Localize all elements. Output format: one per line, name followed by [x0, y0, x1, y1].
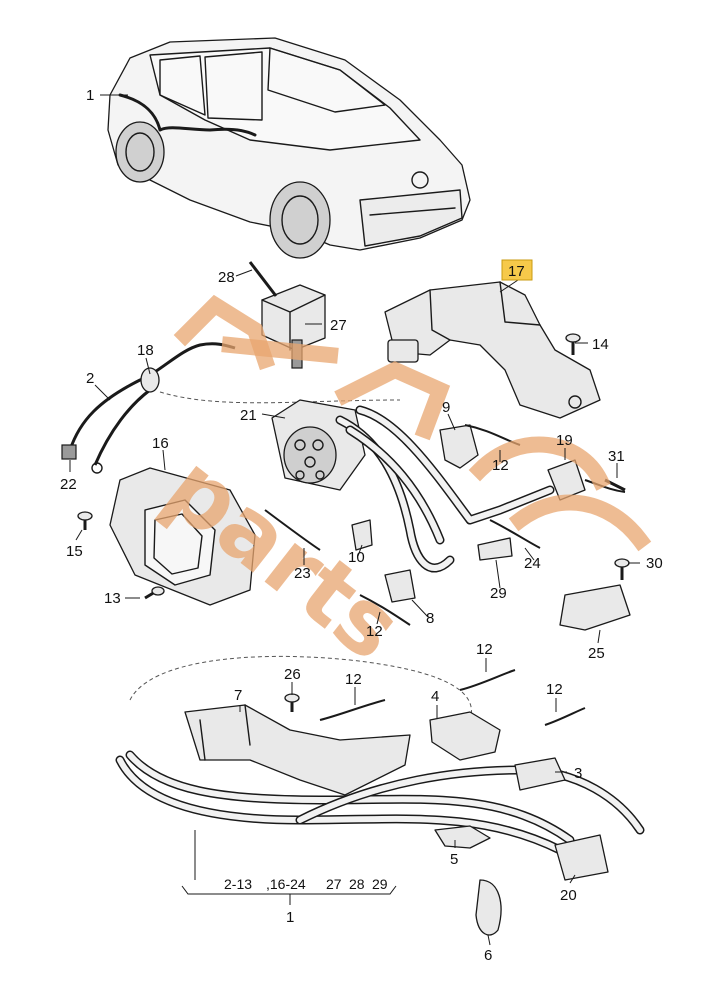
bracket-group-3: 27: [326, 876, 342, 892]
main-harness-assembly: [115, 669, 645, 936]
callout-15: 15: [66, 543, 83, 560]
assembly-bracket: 2-13 ,16-24 27 28 29 1: [181, 830, 397, 926]
small-clips: [264, 424, 631, 631]
callout-12-d: 12: [476, 641, 493, 658]
callout-19: 19: [556, 432, 573, 449]
callout-4: 4: [431, 688, 439, 705]
callout-13: 13: [104, 590, 121, 607]
callout-10: 10: [348, 549, 365, 566]
callout-6: 6: [484, 947, 492, 964]
callout-3: 3: [574, 765, 582, 782]
callout-17: 17: [508, 263, 525, 280]
callout-12-a: 12: [492, 457, 509, 474]
bracket-group-5: 29: [372, 876, 388, 892]
bracket-group-4: 28: [349, 876, 365, 892]
high-voltage-cables: [335, 405, 626, 573]
charging-flap-housing: [109, 467, 256, 606]
vehicle-illustration: [107, 37, 471, 259]
callout-21: 21: [240, 407, 257, 424]
callout-12-e: 12: [546, 681, 563, 698]
bracket-group-2: ,16-24: [266, 876, 306, 892]
charging-socket: [271, 399, 366, 491]
callout-14: 14: [592, 336, 609, 353]
callout-31: 31: [608, 448, 625, 465]
callout-17-highlight: [501, 259, 533, 281]
leader-lines: [69, 94, 640, 946]
callout-1: 1: [86, 87, 94, 104]
callout-5: 5: [450, 851, 458, 868]
callout-12-b: 12: [366, 623, 383, 640]
callout-labels: 1 28 27 17 14 18 2 21 9 16 12 19 31 22 1…: [60, 87, 663, 964]
callout-22: 22: [60, 476, 77, 493]
callout-23: 23: [294, 565, 311, 582]
callout-16: 16: [152, 435, 169, 452]
callout-30: 30: [646, 555, 663, 572]
control-unit-bracket: [384, 281, 601, 419]
callout-8: 8: [426, 610, 434, 627]
bracket-group-1: 2-13: [224, 876, 252, 892]
callout-9: 9: [442, 399, 450, 416]
callout-26: 26: [284, 666, 301, 683]
callout-18: 18: [137, 342, 154, 359]
bracket-assembly-label: 1: [286, 909, 294, 926]
callout-7: 7: [234, 687, 242, 704]
callout-12-c: 12: [345, 671, 362, 688]
callout-27: 27: [330, 317, 347, 334]
callout-24: 24: [524, 555, 541, 572]
callout-29: 29: [490, 585, 507, 602]
callout-2: 2: [86, 370, 94, 387]
callout-20: 20: [560, 887, 577, 904]
wiring-harness-small: [61, 342, 401, 474]
callout-25: 25: [588, 645, 605, 662]
callout-28: 28: [218, 269, 235, 286]
